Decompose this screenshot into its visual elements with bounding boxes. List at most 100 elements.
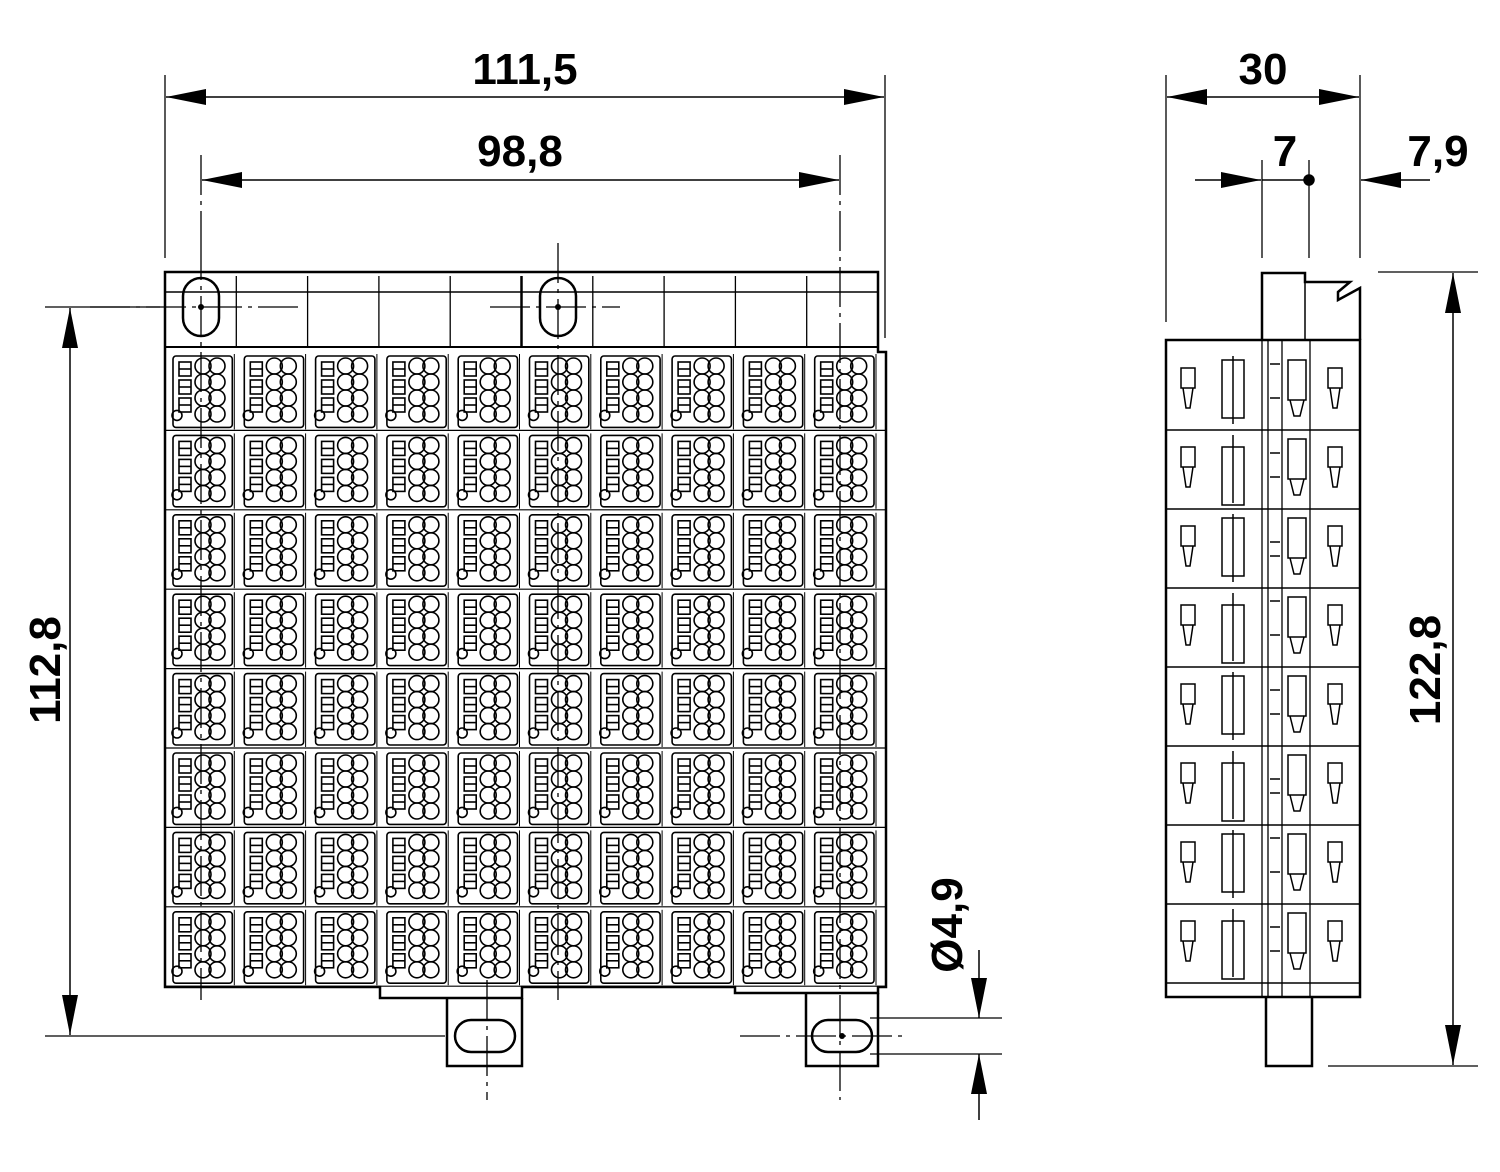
terminal-cell (313, 354, 378, 430)
terminal-cell (171, 512, 235, 589)
terminal-cell (242, 592, 307, 668)
terminal-cell (456, 433, 520, 509)
terminal-cell (527, 671, 592, 747)
terminal-cell (812, 830, 877, 906)
side-inner-columns (1261, 340, 1311, 997)
dim-depth: 30 (1239, 45, 1288, 94)
terminal-cell (385, 830, 449, 906)
terminal-cell (242, 751, 307, 827)
extension-lines (45, 75, 1002, 1055)
bottom-mount-foot-left (445, 998, 524, 1068)
front-view: 111,5 98,8 112,8 Ø4,9 (21, 45, 1002, 1120)
terminal-cell (385, 354, 449, 430)
terminal-cell (313, 751, 378, 827)
terminal-cell (313, 512, 378, 589)
terminal-cell (456, 354, 520, 430)
terminal-cell (242, 512, 307, 589)
terminal-cell (670, 354, 734, 430)
terminal-cell (313, 830, 378, 906)
side-level (1166, 435, 1360, 510)
terminal-cell (670, 830, 734, 906)
terminal-cell (527, 592, 592, 668)
side-top-tab (1260, 271, 1362, 340)
side-level (1166, 672, 1360, 747)
terminal-cell (741, 354, 806, 430)
center-lines (90, 155, 905, 1100)
terminal-cell (313, 671, 378, 747)
terminal-cell (598, 909, 663, 986)
terminal-cell (171, 830, 235, 906)
terminal-cell (812, 433, 877, 509)
terminal-cell (741, 671, 806, 747)
terminal-cell (527, 354, 592, 430)
front-body-outline (163, 270, 888, 1000)
terminal-cell (527, 830, 592, 906)
terminal-cell (670, 751, 734, 827)
terminal-cell (598, 751, 663, 827)
dim-overall-width: 111,5 (472, 45, 577, 94)
dim-line-offsets (1195, 172, 1430, 188)
terminal-cell (171, 433, 235, 509)
rail-dividers (235, 276, 808, 347)
terminal-cell (313, 433, 378, 509)
side-extension-lines (1165, 75, 1478, 1067)
terminal-cell (741, 830, 806, 906)
terminal-cell (527, 751, 592, 827)
dim-hole-diameter: Ø4,9 (923, 877, 972, 972)
terminal-cell (313, 909, 378, 986)
terminal-cell (741, 512, 806, 589)
terminal-cell (385, 671, 449, 747)
terminal-cell (812, 909, 877, 986)
side-level (1166, 909, 1360, 984)
terminal-cell (741, 909, 806, 986)
terminal-cell (741, 592, 806, 668)
terminal-grid (165, 354, 886, 987)
side-level (1166, 751, 1360, 826)
terminal-cell (171, 751, 235, 827)
terminal-cell (242, 354, 307, 430)
dim-hole-spacing: 98,8 (477, 127, 563, 176)
terminal-cell (385, 751, 449, 827)
terminal-cell (670, 671, 734, 747)
terminal-cell (598, 433, 663, 509)
dim-height: 122,8 (1401, 615, 1450, 725)
terminal-cell (242, 671, 307, 747)
side-level (1166, 514, 1360, 589)
terminal-cell (527, 909, 592, 986)
terminal-cell (242, 433, 307, 509)
terminal-cell (670, 909, 734, 986)
terminal-cell (171, 671, 235, 747)
terminal-cell (385, 433, 449, 509)
terminal-cell (456, 512, 520, 589)
side-view: 30 7 7,9 122,8 (1164, 45, 1478, 1068)
terminal-cell (385, 909, 449, 986)
side-level (1166, 830, 1360, 905)
terminal-cell (598, 592, 663, 668)
dim-overall-height: 112,8 (21, 616, 70, 724)
terminal-cell (456, 592, 520, 668)
terminal-cell (313, 592, 378, 668)
terminal-cell (527, 433, 592, 509)
terminal-cell (456, 909, 520, 986)
terminal-cell (456, 751, 520, 827)
terminal-cell (242, 909, 307, 986)
terminal-cell (812, 512, 877, 589)
dim-offset-b: 7,9 (1407, 127, 1468, 176)
bottom-mount-foot-right (804, 993, 880, 1068)
side-level (1166, 593, 1360, 668)
terminal-cell (456, 671, 520, 747)
side-levels (1166, 356, 1360, 984)
terminal-cell (242, 830, 307, 906)
terminal-cell (171, 909, 235, 986)
terminal-cell (670, 592, 734, 668)
terminal-cell (171, 354, 235, 430)
terminal-cell (598, 512, 663, 589)
terminal-cell (741, 433, 806, 509)
terminal-cell (171, 592, 235, 668)
terminal-cell (812, 671, 877, 747)
dim-offset-a: 7 (1273, 127, 1297, 176)
terminal-cell (598, 354, 663, 430)
terminal-cell (670, 512, 734, 589)
terminal-cell (385, 592, 449, 668)
